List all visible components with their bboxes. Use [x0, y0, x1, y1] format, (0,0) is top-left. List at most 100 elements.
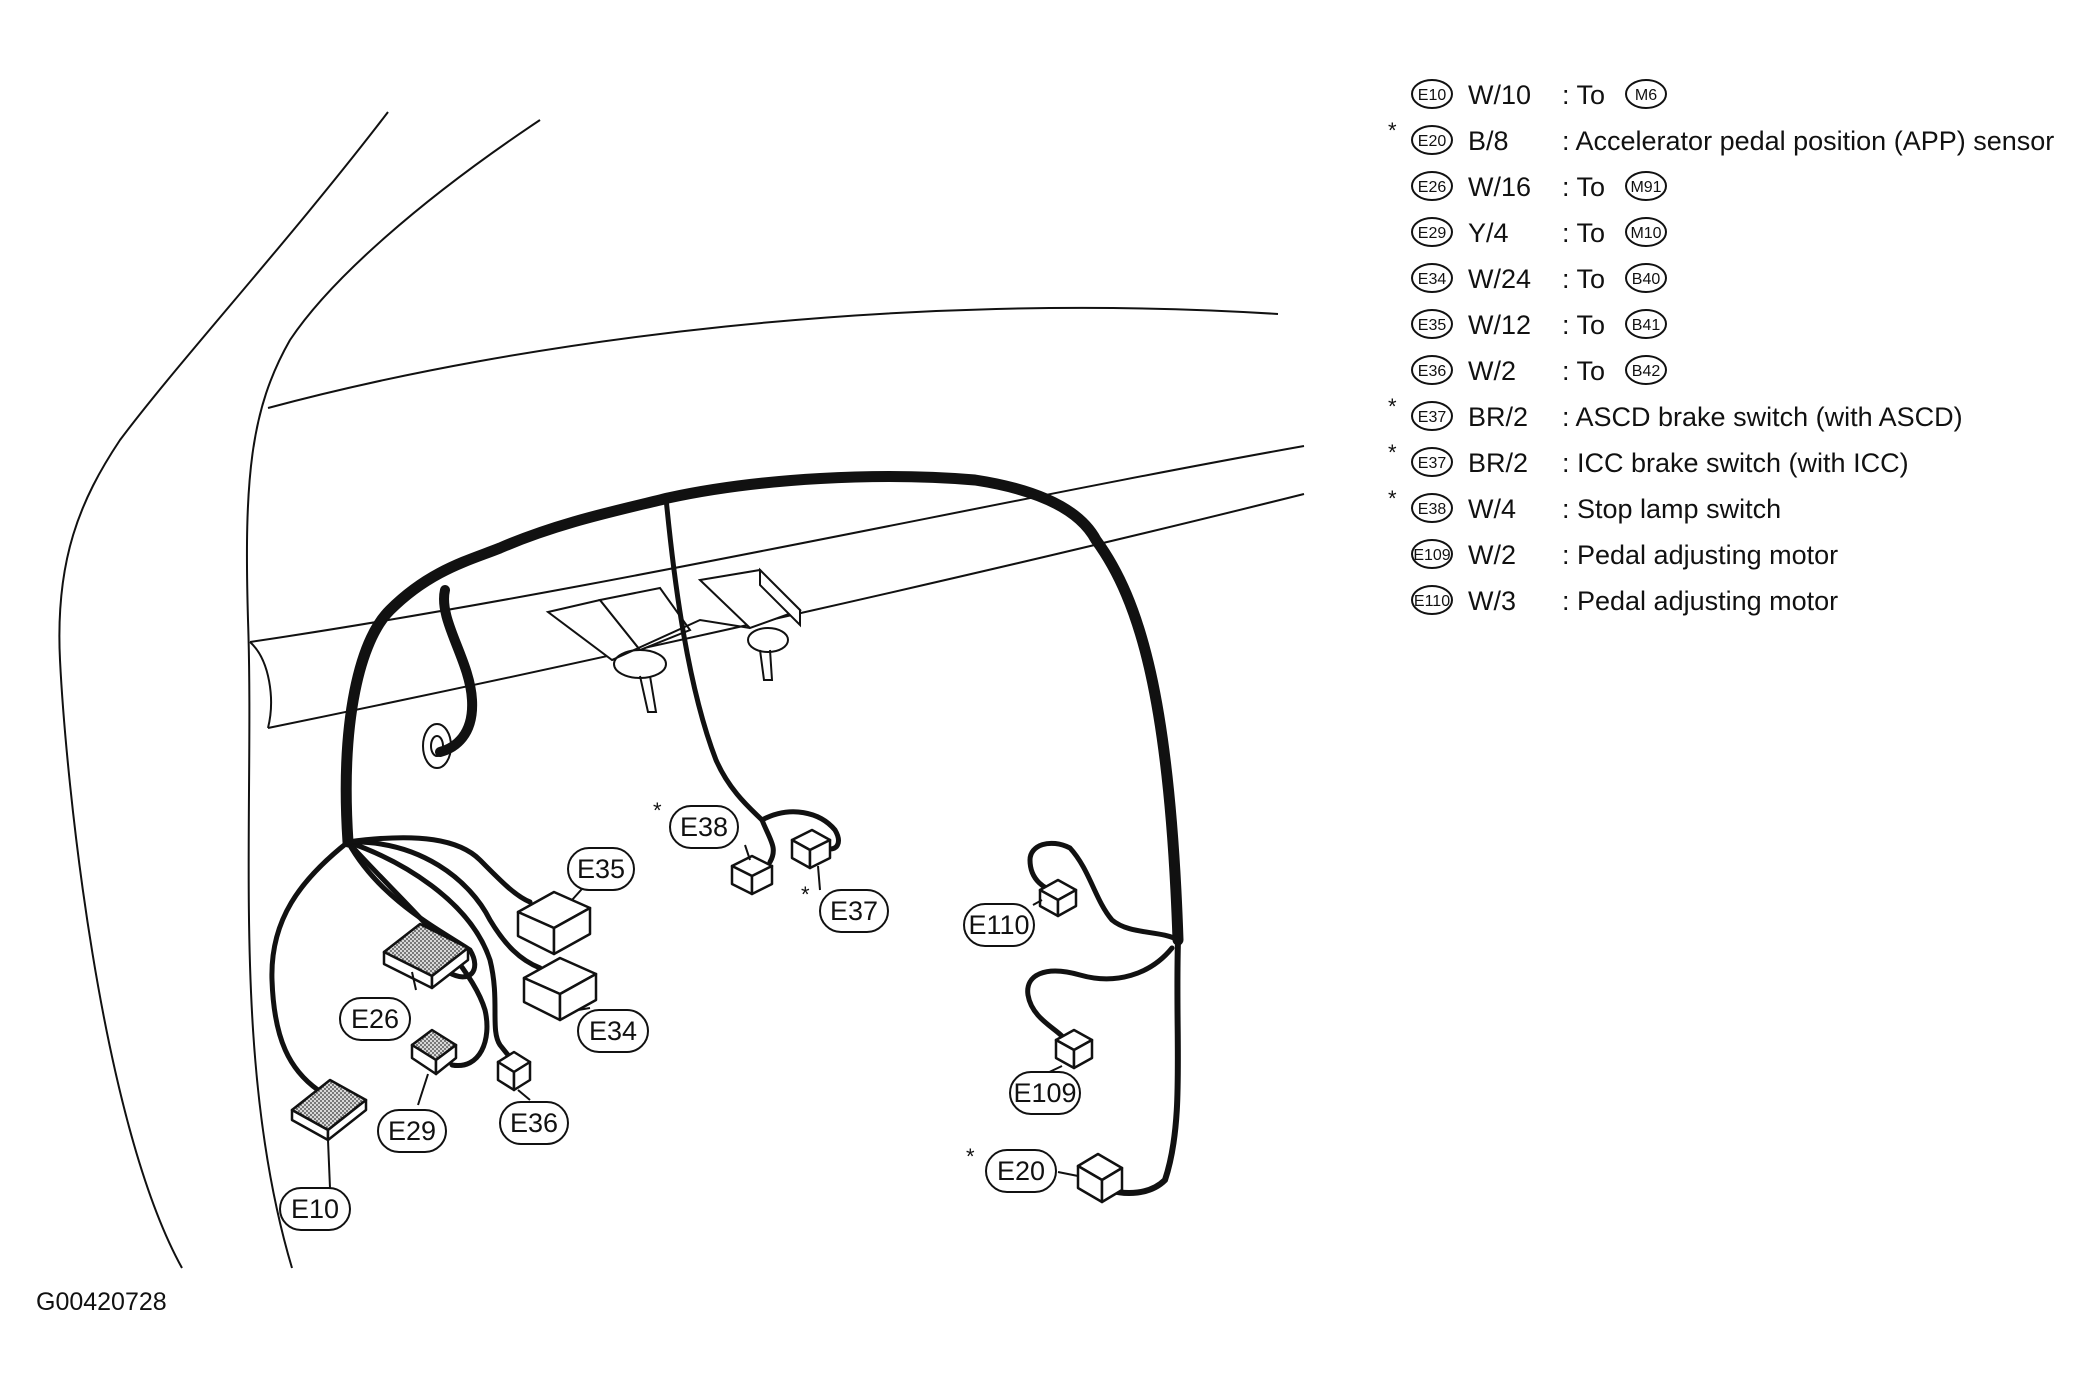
legend-connector-id: E37: [1418, 409, 1447, 426]
pedal-bracket: [545, 567, 802, 713]
legend-description: : Stop lamp switch: [1562, 494, 1781, 524]
wire-to-e29: [345, 839, 490, 1068]
callout-e34-label: E34: [589, 1016, 637, 1046]
legend-description: : To: [1562, 356, 1605, 386]
wire-to-e35: [345, 835, 533, 905]
legend-target-badge: [1625, 263, 1667, 293]
legend-connector-badge: [1411, 125, 1453, 155]
dash-mid-line: [249, 445, 1305, 643]
wire-to-e110: [1027, 840, 1181, 943]
callout-e10-label: E10: [291, 1194, 339, 1224]
legend-connector-badge: [1411, 493, 1453, 523]
pillar-outer-line: [58, 111, 389, 1269]
connector-e109: [1054, 1028, 1094, 1070]
connector-e29: [410, 1028, 458, 1076]
branch-wires: [269, 809, 1181, 1093]
legend-connector-id: E26: [1418, 179, 1447, 196]
connector-e38: [730, 854, 774, 896]
legend-code: BR/2: [1468, 402, 1528, 432]
legend-star: *: [1388, 394, 1397, 419]
figure-id: G00420728: [36, 1288, 167, 1316]
legend-target-id: M91: [1630, 179, 1661, 196]
callout-e20: E20 *: [966, 1144, 1057, 1193]
legend-code: W/24: [1468, 264, 1531, 294]
legend-connector-badge: [1411, 401, 1453, 431]
connectors: [290, 828, 1124, 1204]
callout-e109-label: E109: [1013, 1078, 1076, 1108]
legend-connector-badge: [1411, 79, 1453, 109]
legend-connector-badge: [1411, 263, 1453, 293]
legend-code: W/4: [1468, 494, 1516, 524]
legend-connector-id: E10: [1418, 87, 1447, 104]
wire-to-e36: [345, 839, 515, 1063]
connector-e10: [290, 1078, 368, 1142]
callout-e38: E38 *: [653, 798, 739, 849]
wire-to-e37: [759, 809, 841, 852]
legend-connector-id: E38: [1418, 501, 1447, 518]
callout-e109: E109: [1009, 1071, 1081, 1115]
legend-connector-badge: [1411, 539, 1453, 569]
legend-target-badge: [1625, 217, 1667, 247]
legend-description: : To: [1562, 80, 1605, 110]
legend-connector-badge: [1411, 171, 1453, 201]
legend-description: : ASCD brake switch (with ASCD): [1562, 402, 1963, 432]
callout-e20-star: *: [966, 1144, 975, 1169]
legend-target-id: M6: [1635, 87, 1657, 104]
callout-e35-label: E35: [577, 854, 625, 884]
connector-e35: [516, 890, 592, 956]
connector-e20: [1076, 1152, 1124, 1204]
callout-e29-label: E29: [388, 1116, 436, 1146]
legend-star: *: [1388, 118, 1397, 143]
legend-star: *: [1388, 440, 1397, 465]
legend-code: W/12: [1468, 310, 1531, 340]
legend-description: : To: [1562, 218, 1605, 248]
wire-to-e34: [345, 839, 543, 971]
legend-description: : Pedal adjusting motor: [1562, 540, 1838, 570]
legend-code: W/10: [1468, 80, 1531, 110]
legend-target-badge: [1625, 171, 1667, 201]
legend-code: W/2: [1468, 540, 1516, 570]
legend-connector-id: E109: [1413, 547, 1450, 564]
legend-description: : To: [1562, 264, 1605, 294]
legend-connector-id: E34: [1418, 271, 1447, 288]
legend-code: W/3: [1468, 586, 1516, 616]
pillar-inner-line: [245, 119, 541, 1269]
legend-description: : To: [1562, 310, 1605, 340]
connector-e36: [496, 1050, 532, 1092]
legend-target-id: M10: [1630, 225, 1661, 242]
callout-e38-label: E38: [680, 812, 728, 842]
legend-target-badge: [1625, 309, 1667, 339]
legend-connector-id: E29: [1418, 225, 1447, 242]
legend-target-id: B42: [1632, 363, 1661, 380]
legend-connector-badge: [1411, 309, 1453, 339]
main-harness: [340, 471, 1184, 1196]
legend-connector-badge: [1411, 217, 1453, 247]
dash-end-curve: [249, 641, 272, 729]
wire-to-e109: [1025, 945, 1175, 1043]
callout-e29: E29: [377, 1109, 447, 1153]
legend-code: W/2: [1468, 356, 1516, 386]
legend-target-id: B41: [1632, 317, 1661, 334]
legend-description: : Accelerator pedal position (APP) senso…: [1562, 126, 2054, 156]
legend-row: * E37 BR/2 : ASCD brake switch (with ASCD): [1388, 394, 1963, 432]
callout-e20-label: E20: [997, 1156, 1045, 1186]
callout-e35: E35: [567, 847, 635, 891]
callout-e36: E36: [499, 1101, 569, 1145]
connector-e26: [382, 922, 470, 990]
legend-connector-id: E110: [1414, 593, 1450, 610]
callout-e37: E37 *: [801, 882, 889, 933]
wire-to-e10: [269, 839, 351, 1093]
legend-connector-badge: [1411, 447, 1453, 477]
callout-e110: E110: [963, 903, 1035, 947]
wire-to-e38: [759, 817, 776, 865]
